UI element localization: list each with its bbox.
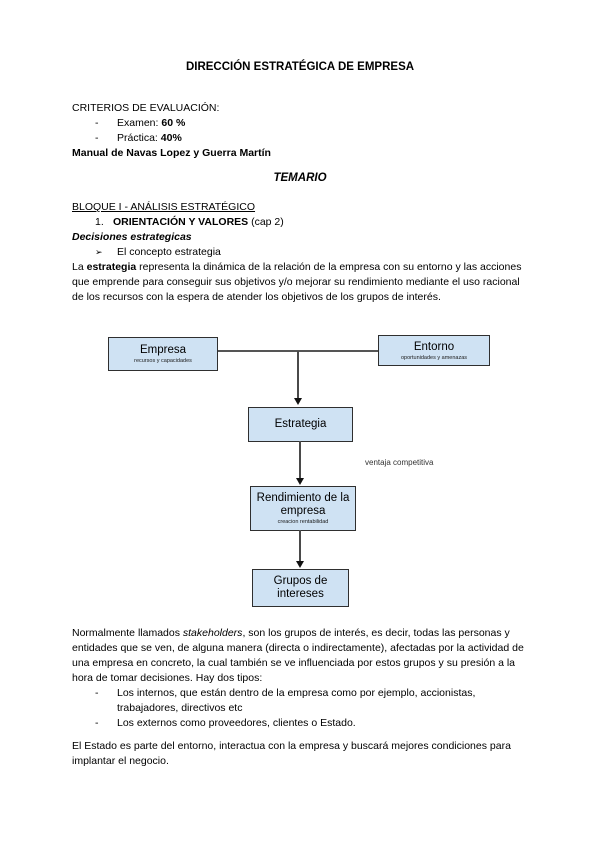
dash-bullet-icon: -	[95, 132, 99, 144]
item-number: 1.	[95, 216, 104, 228]
dash-bullet-icon: -	[95, 117, 99, 129]
grupos-box: Grupos de intereses	[252, 569, 349, 607]
rendimiento-label: Rendimiento de la empresa	[256, 492, 350, 517]
intro-text: La	[72, 261, 87, 273]
rendimiento-subtext: creacion rentabilidad	[277, 519, 329, 525]
criteria-item-examen: - Examen: 60 %	[72, 116, 528, 131]
document-title: DIRECCIÓN ESTRATÉGICA DE EMPRESA	[185, 61, 415, 73]
concept-bullet-label: El concepto estrategia	[117, 246, 221, 258]
arrow-down-icon	[296, 478, 304, 485]
criteria-list: - Examen: 60 % - Práctica: 40%	[72, 116, 528, 146]
list-item-externos: - Los externos como proveedores, cliente…	[72, 716, 528, 731]
stakeholders-text: Normalmente llamados	[72, 627, 183, 639]
arrow-down-icon	[294, 398, 302, 405]
stakeholders-keyword: stakeholders	[182, 627, 243, 639]
connector-vertical-line-2	[299, 441, 301, 478]
connector-vertical-line-3	[299, 530, 301, 561]
intro-paragraph: La estrategia representa la dinámica de …	[72, 260, 528, 305]
empresa-subtext: recursos y capacidades	[134, 358, 192, 364]
stakeholders-text: , son los grupos de interés, es decir, t…	[72, 627, 524, 684]
top-section: DIRECCIÓN ESTRATÉGICA DE EMPRESA CRITERI…	[72, 0, 528, 305]
bloque-heading: BLOQUE I - ANÁLISIS ESTRATÉGICO	[72, 201, 256, 213]
arrow-bullet-icon: ➢	[95, 247, 103, 257]
grupos-label: Grupos de intereses	[273, 575, 328, 600]
estrategia-box: Estrategia	[248, 407, 353, 442]
concept-bullet: ➢ El concepto estrategia	[72, 245, 528, 260]
empresa-label: Empresa	[139, 344, 187, 356]
outline-item-1: 1. ORIENTACIÓN Y VALORES (cap 2)	[72, 215, 528, 230]
item-suffix: (cap 2)	[248, 216, 284, 228]
ventaja-annotation: ventaja competitiva	[365, 458, 434, 467]
temario-title: TEMARIO	[273, 172, 327, 184]
criteria-label: Examen:	[117, 117, 159, 129]
list-item-text: Los externos como proveedores, clientes …	[117, 717, 356, 729]
criteria-value: 60 %	[161, 117, 186, 129]
criteria-item-practica: - Práctica: 40%	[72, 131, 528, 146]
bottom-section: Normalmente llamados stakeholders, son l…	[72, 626, 528, 769]
estrategia-label: Estrategia	[274, 418, 327, 430]
dash-bullet-icon: -	[95, 687, 99, 699]
list-item-internos: - Los internos, que están dentro de la e…	[72, 686, 528, 716]
entorno-box: Entorno oportunidades y amenazas	[378, 335, 490, 366]
closing-paragraph: El Estado es parte del entorno, interact…	[72, 740, 511, 767]
connector-vertical-line-1	[297, 351, 299, 398]
list-item-text: Los internos, que están dentro de la emp…	[117, 687, 476, 714]
item-title: ORIENTACIÓN Y VALORES	[113, 216, 249, 228]
criteria-label: Práctica:	[117, 132, 158, 144]
stakeholder-type-list: - Los internos, que están dentro de la e…	[72, 686, 528, 731]
criteria-value: 40%	[160, 132, 182, 144]
strategy-diagram: Empresa recursos y capacidades Entorno o…	[0, 328, 600, 620]
entorno-label: Entorno	[413, 340, 455, 353]
decisiones-subheading: Decisiones estrategicas	[72, 231, 192, 243]
empresa-box: Empresa recursos y capacidades	[108, 337, 218, 371]
stakeholders-paragraph: Normalmente llamados stakeholders, son l…	[72, 626, 528, 686]
dash-bullet-icon: -	[95, 717, 99, 729]
rendimiento-box: Rendimiento de la empresa creacion renta…	[250, 486, 356, 531]
criteria-heading: CRITERIOS DE EVALUACIÓN:	[72, 102, 220, 114]
intro-keyword: estrategia	[86, 261, 137, 273]
spacer	[72, 731, 528, 739]
arrow-down-icon	[296, 561, 304, 568]
intro-text: representa la dinámica de la relación de…	[72, 261, 522, 303]
manual-reference: Manual de Navas Lopez y Guerra Martín	[72, 147, 271, 159]
entorno-subtext: oportunidades y amenazas	[400, 354, 468, 361]
